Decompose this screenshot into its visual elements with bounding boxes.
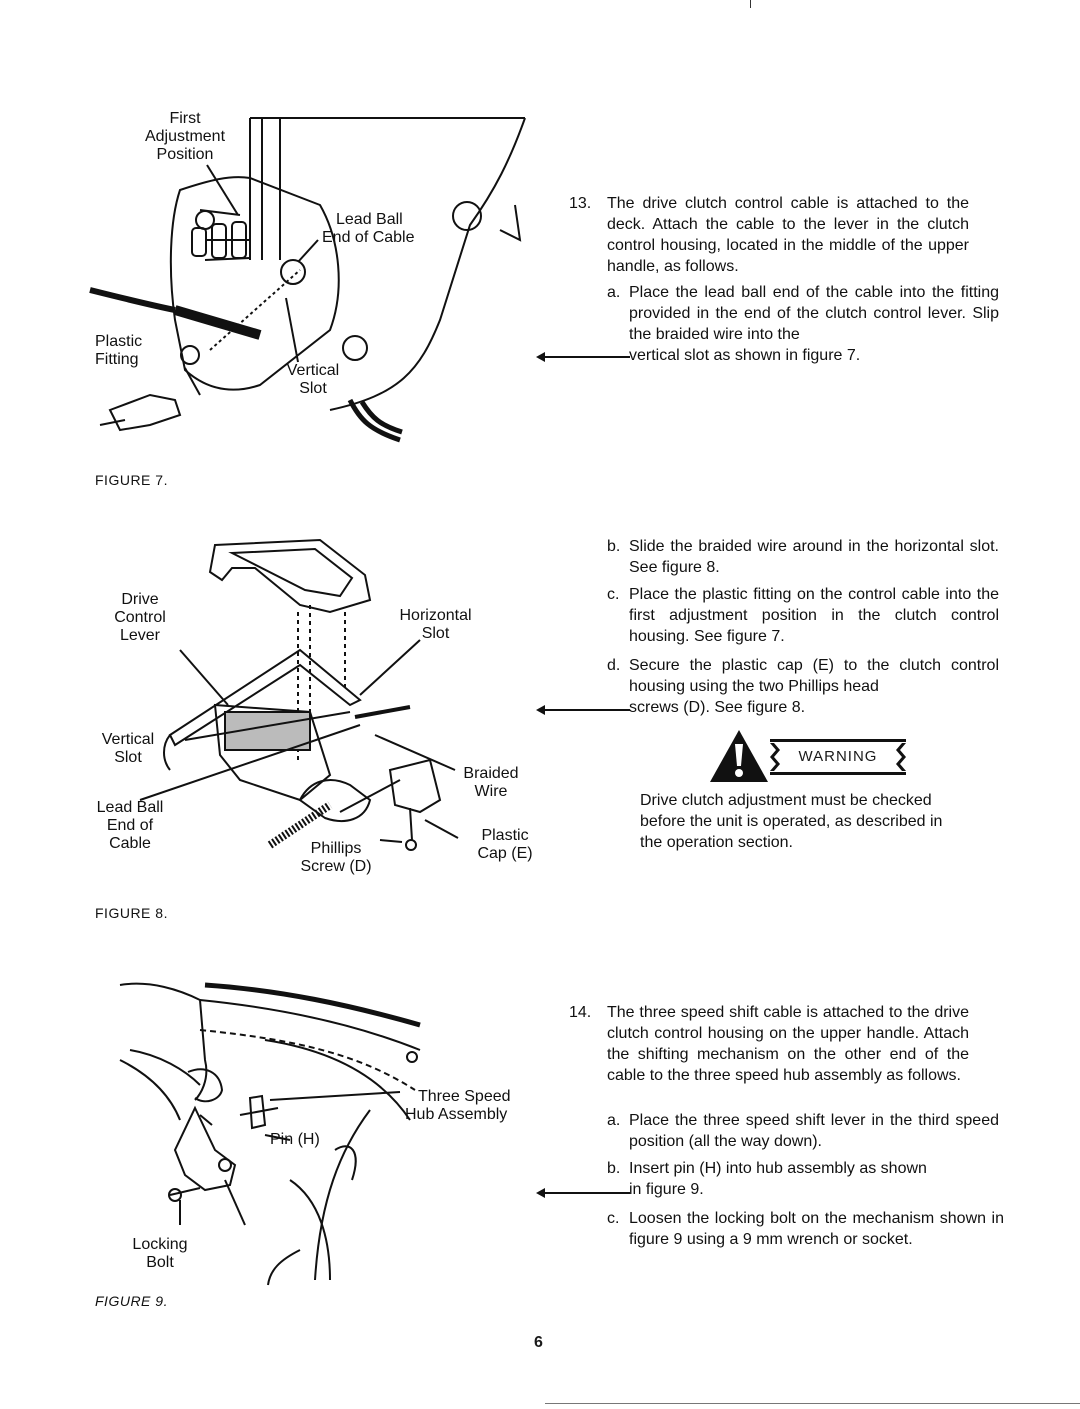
step-13a-letter: a. — [607, 284, 621, 301]
scan-mark-bottom — [545, 1403, 1080, 1404]
fig8-label-vertical-slot: Vertical Slot — [101, 731, 155, 766]
fig8-label-braided-wire: Braided Wire — [463, 765, 519, 800]
step-14b-letter: b. — [607, 1160, 621, 1177]
step-14: 14. The three speed shift cable is attac… — [569, 1002, 1009, 1112]
step-13-text: The drive clutch control cable is attach… — [607, 195, 969, 275]
step-14b-text: Insert pin (H) into hub assembly as show… — [629, 1160, 927, 1177]
fig8-label-plastic-cap: Plastic Cap (E) — [477, 827, 533, 862]
arrow-pointer-13d — [536, 705, 630, 715]
figure-7-caption: FIGURE 7. — [95, 472, 168, 488]
fig8-label-horizontal-slot: Horizontal Slot — [399, 607, 472, 642]
step-14b: b. Insert pin (H) into hub assembly as s… — [607, 1158, 1007, 1202]
fig7-label-first-adjustment: First Adjustment Position — [144, 110, 226, 163]
fig7-label-lead-ball: Lead Ball End of Cable — [322, 211, 415, 246]
step-13c-letter: c. — [607, 586, 620, 603]
step-13b: b. Slide the braided wire around in the … — [607, 536, 1007, 580]
step-13c-text: Place the plastic fitting on the control… — [629, 586, 999, 645]
fig7-label-vertical-slot: Vertical Slot — [286, 362, 340, 397]
scan-mark-top — [750, 0, 751, 8]
arrow-pointer-13a — [536, 352, 630, 362]
fig8-label-drive-control-lever: Drive Control Lever — [114, 591, 166, 644]
figure-8-caption: FIGURE 8. — [95, 905, 168, 921]
step-13d: d. Secure the plastic cap (E) to the clu… — [607, 655, 1007, 721]
step-13a: a. Place the lead ball end of the cable … — [607, 282, 1007, 372]
fig9-label-three-speed-hub: Three Speed Hub Assembly — [405, 1088, 511, 1123]
arrow-pointer-14b — [536, 1188, 630, 1198]
step-13: 13. The drive clutch control cable is at… — [569, 193, 1009, 283]
warning-label: WARNING — [798, 748, 878, 765]
page-number: 6 — [534, 1334, 543, 1351]
step-13b-letter: b. — [607, 538, 621, 555]
step-13d-last-line: screws (D). See figure 8. — [629, 699, 806, 716]
step-13d-letter: d. — [607, 657, 621, 674]
step-14-text: The three speed shift cable is attached … — [607, 1004, 969, 1084]
step-13c: c. Place the plastic fitting on the cont… — [607, 584, 1007, 650]
step-14a-text: Place the three speed shift lever in the… — [629, 1112, 999, 1150]
warning-triangle-icon — [710, 730, 768, 782]
step-13a-text: Place the lead ball end of the cable int… — [629, 284, 999, 343]
fig7-label-plastic-fitting: Plastic Fitting — [95, 333, 143, 368]
step-14-number: 14. — [569, 1004, 592, 1021]
fig9-label-pin: Pin (H) — [270, 1131, 320, 1148]
figure-9-caption: FIGURE 9. — [95, 1293, 168, 1309]
warning-banner: WARNING — [770, 739, 906, 775]
step-13-number: 13. — [569, 195, 592, 212]
step-14c: c. Loosen the locking bolt on the mechan… — [607, 1208, 1007, 1274]
step-14a-letter: a. — [607, 1112, 621, 1129]
step-14b-last-line: in figure 9. — [629, 1181, 704, 1198]
step-14a: a. Place the three speed shift lever in … — [607, 1110, 1007, 1154]
step-14c-text: Loosen the locking bolt on the mechanism… — [629, 1210, 1004, 1248]
step-13b-text: Slide the braided wire around in the hor… — [629, 538, 999, 576]
step-13d-text: Secure the plastic cap (E) to the clutch… — [629, 657, 999, 695]
warning-banner-frame — [770, 739, 906, 775]
step-14c-letter: c. — [607, 1210, 620, 1227]
warning-text: Drive clutch adjustment must be checked … — [640, 792, 943, 851]
fig8-label-phillips-screw: Phillips Screw (D) — [300, 840, 372, 875]
fig8-label-lead-ball-end: Lead Ball End of Cable — [96, 799, 164, 852]
step-13a-last-line: vertical slot as shown in figure 7. — [629, 347, 861, 364]
fig9-label-locking-bolt: Locking Bolt — [132, 1236, 188, 1271]
